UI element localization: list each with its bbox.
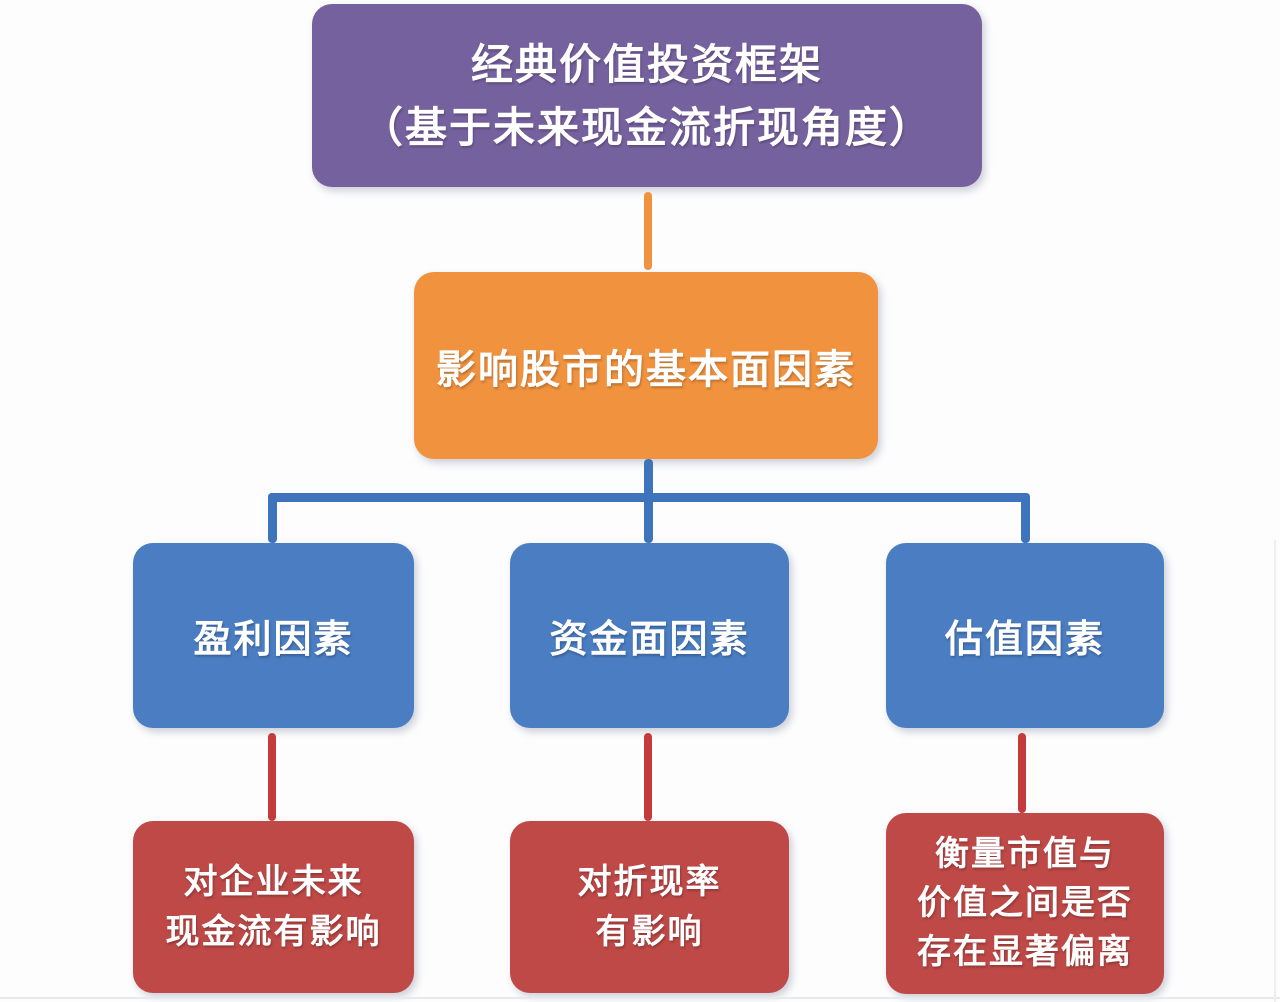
- profit-factor-label: 盈利因素: [193, 617, 354, 661]
- connector-profit-to-effect: [268, 733, 276, 821]
- connector-drop-profit-factor: [268, 493, 277, 543]
- bottom-edge-line: [0, 997, 1280, 999]
- profit-effect-line1: 对企业未来: [183, 862, 364, 902]
- node-liquidity-factor: 资金面因素: [510, 543, 789, 728]
- connector-drop-valuation-factor: [1021, 493, 1030, 543]
- connector-root-to-fundamental: [644, 192, 652, 270]
- node-profit-factor: 盈利因素: [133, 543, 414, 728]
- valuation-factor-label: 估值因素: [944, 617, 1105, 661]
- connector-fundamental-stem: [644, 459, 653, 499]
- node-valuation-factor: 估值因素: [886, 543, 1164, 728]
- connector-drop-liquidity-factor: [644, 493, 653, 543]
- right-edge-line: [1274, 540, 1276, 1002]
- mid-label: 影响股市的基本面因素: [436, 346, 856, 393]
- connector-valuation-to-effect: [1018, 733, 1026, 813]
- node-fundamental-factors: 影响股市的基本面因素: [414, 272, 878, 459]
- connector-liquidity-to-effect: [644, 733, 652, 821]
- profit-effect-line2: 现金流有影响: [165, 912, 382, 952]
- valuation-effect-line1: 衡量市值与: [935, 834, 1115, 874]
- node-discount-rate-effect: 对折现率 有影响: [510, 821, 789, 993]
- valuation-effect-line3: 存在显著偏离: [917, 932, 1133, 972]
- discount-rate-effect-line2: 有影响: [595, 912, 704, 952]
- root-title-line2: （基于未来现金流折现角度）: [360, 102, 933, 152]
- node-classic-value-investing-framework: 经典价值投资框架 （基于未来现金流折现角度）: [312, 4, 982, 187]
- root-title-line1: 经典价值投资框架: [470, 39, 823, 89]
- liquidity-factor-label: 资金面因素: [549, 617, 750, 661]
- discount-rate-effect-line1: 对折现率: [577, 862, 722, 902]
- node-profit-effect: 对企业未来 现金流有影响: [133, 821, 414, 993]
- valuation-effect-line2: 价值之间是否: [917, 883, 1133, 923]
- node-valuation-effect: 衡量市值与 价值之间是否 存在显著偏离: [886, 813, 1164, 994]
